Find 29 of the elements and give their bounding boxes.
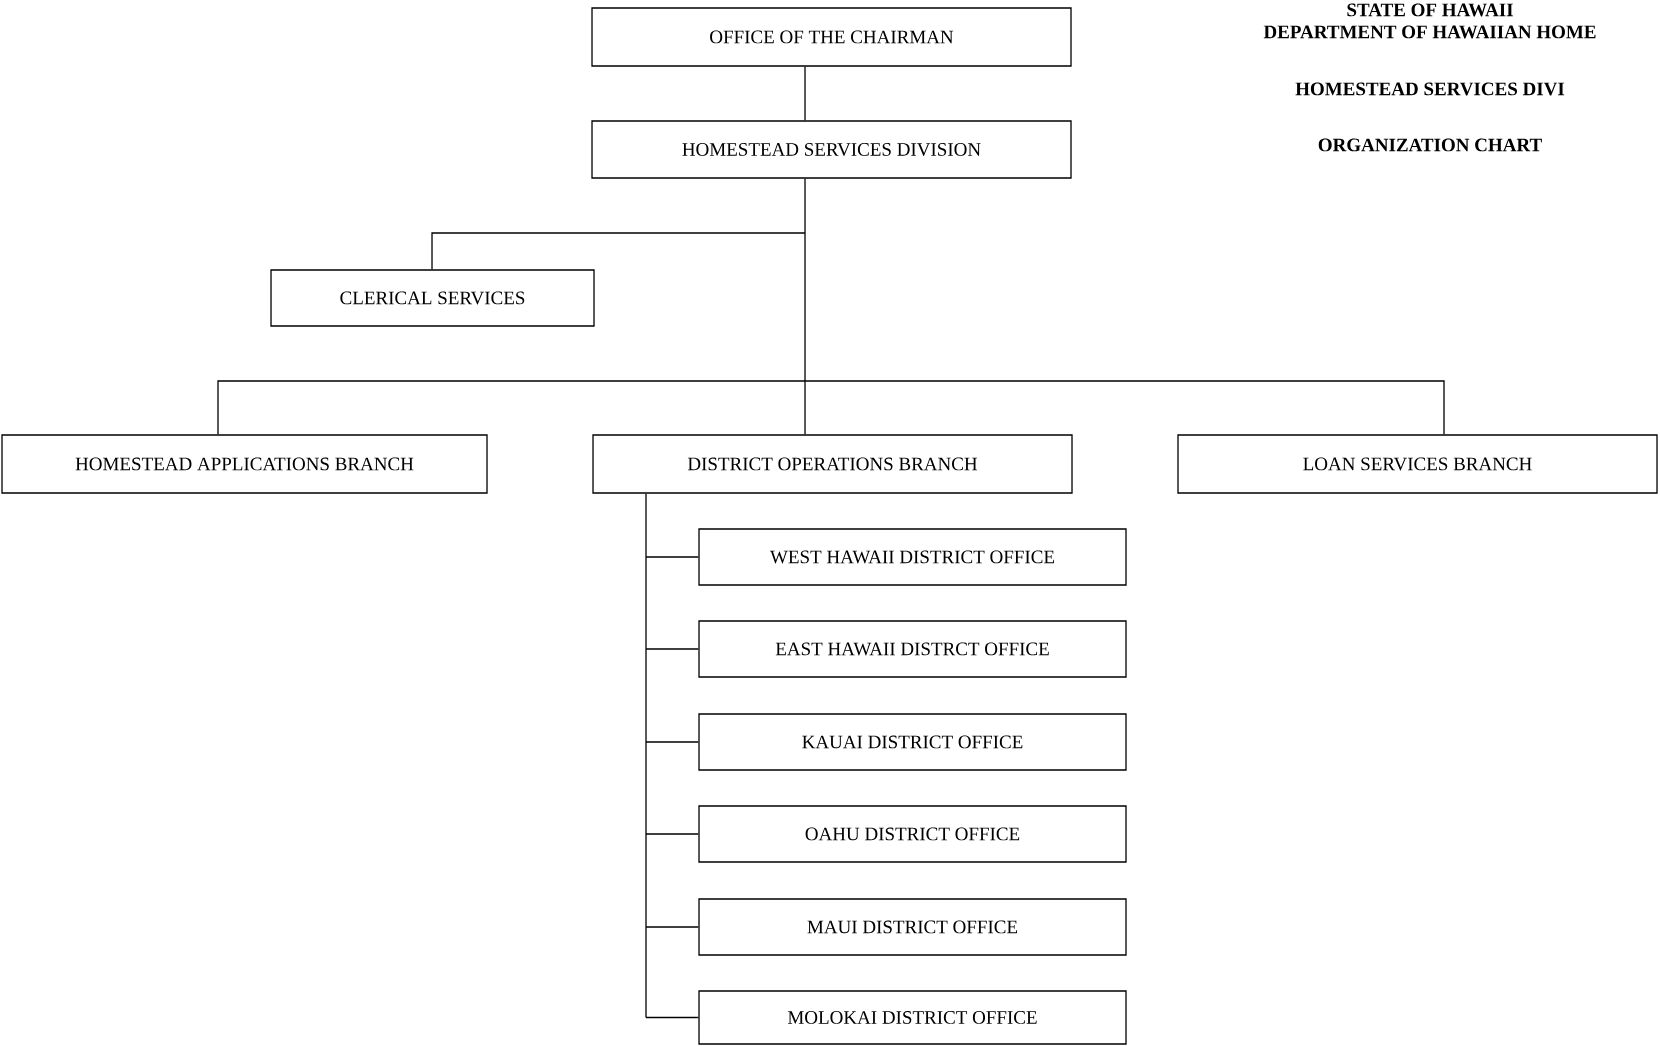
connector-line xyxy=(804,380,806,435)
org-box: OFFICE OF THE CHAIRMAN xyxy=(591,7,1072,67)
org-box: LOAN SERVICES BRANCH xyxy=(1177,434,1658,494)
title-text: DEPARTMENT OF HAWAIIAN HOME xyxy=(1263,25,1596,39)
connector-line xyxy=(804,380,1445,435)
org-box: CLERICAL SERVICES xyxy=(270,269,595,327)
connector-line xyxy=(431,232,806,270)
connector-line xyxy=(645,648,699,650)
org-box: MAUI DISTRICT OFFICE xyxy=(698,898,1127,956)
org-box: DISTRICT OPERATIONS BRANCH xyxy=(592,434,1073,494)
connector-line xyxy=(645,1016,699,1019)
title-text: ORGANIZATION CHART xyxy=(1318,138,1542,152)
org-box: EAST HAWAII DISTRCT OFFICE xyxy=(698,620,1127,678)
connector-line xyxy=(645,833,699,835)
connector-line xyxy=(804,178,806,382)
org-box: HOMESTEAD SERVICES DIVISION xyxy=(591,120,1072,179)
org-box: HOMESTEAD APPLICATIONS BRANCH xyxy=(1,434,488,494)
connector-line xyxy=(645,493,647,1019)
connector-line xyxy=(645,556,699,558)
title-text: HOMESTEAD SERVICES DIVI xyxy=(1295,82,1565,96)
org-box: KAUAI DISTRICT OFFICE xyxy=(698,713,1127,771)
connector-line xyxy=(645,926,699,928)
connector-line xyxy=(217,380,806,435)
title-text: STATE OF HAWAII xyxy=(1347,3,1513,17)
org-box: WEST HAWAII DISTRICT OFFICE xyxy=(698,528,1127,586)
org-box: MOLOKAI DISTRICT OFFICE xyxy=(698,990,1127,1045)
connector-line xyxy=(804,65,806,121)
connector-line xyxy=(645,741,699,743)
org-box: OAHU DISTRICT OFFICE xyxy=(698,805,1127,863)
